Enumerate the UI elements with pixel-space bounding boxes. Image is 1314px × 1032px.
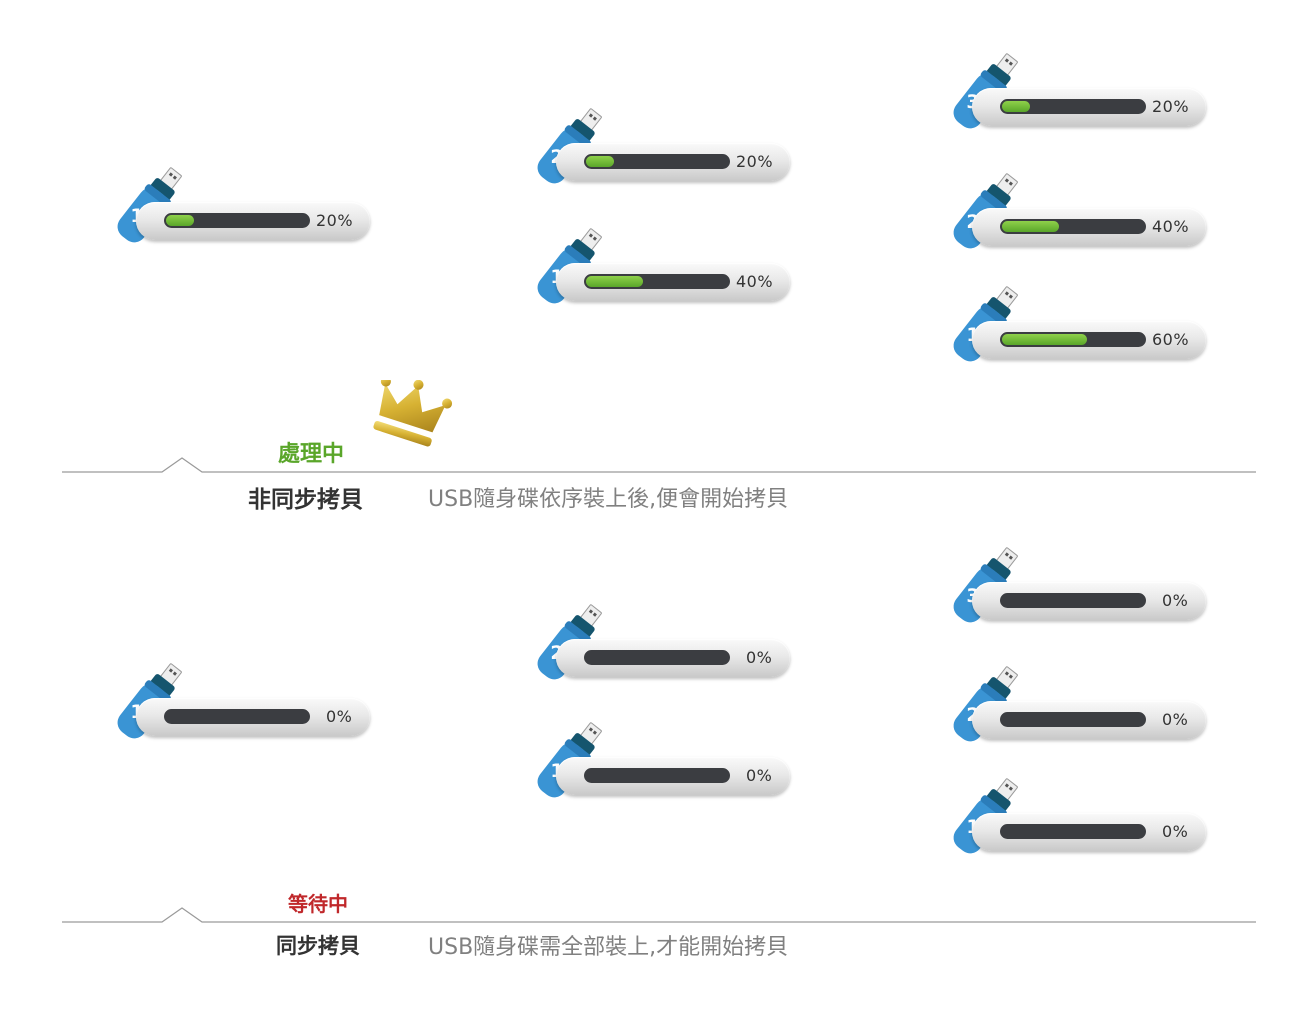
section-divider xyxy=(62,457,1256,473)
progress-pill: 20% xyxy=(972,88,1206,126)
progress-fill xyxy=(586,156,614,167)
async-g3-drive-1: 1 60% xyxy=(940,279,1210,369)
async-g3-drive-3: 3 20% xyxy=(940,46,1210,136)
progress-percent: 20% xyxy=(1152,97,1190,116)
sync-g3-drive-2: 2 0% xyxy=(940,659,1210,749)
progress-pill: 0% xyxy=(556,639,790,677)
progress-fill xyxy=(166,215,194,226)
progress-track xyxy=(164,213,310,228)
progress-pill: 0% xyxy=(136,698,370,736)
sync-g2-drive-1: 1 0% xyxy=(524,715,794,805)
progress-percent: 0% xyxy=(1162,591,1189,610)
progress-percent: 0% xyxy=(326,707,353,726)
status-waiting: 等待中 xyxy=(288,892,348,916)
section-divider xyxy=(62,907,1256,923)
sync-g1-drive-1: 1 0% xyxy=(104,656,374,746)
progress-pill: 40% xyxy=(556,263,790,301)
progress-pill: 0% xyxy=(972,813,1206,851)
progress-fill xyxy=(586,276,643,287)
progress-track xyxy=(584,274,730,289)
progress-track xyxy=(1000,824,1146,839)
async-g3-drive-2: 2 40% xyxy=(940,166,1210,256)
progress-pill: 20% xyxy=(136,202,370,240)
async-g2-drive-1: 1 40% xyxy=(524,221,794,311)
sync-g3-drive-1: 1 0% xyxy=(940,771,1210,861)
progress-pill: 20% xyxy=(556,143,790,181)
progress-track xyxy=(584,768,730,783)
progress-track xyxy=(1000,712,1146,727)
progress-percent: 0% xyxy=(1162,710,1189,729)
progress-percent: 0% xyxy=(746,648,773,667)
progress-track xyxy=(584,154,730,169)
status-processing: 處理中 xyxy=(278,442,345,467)
progress-track xyxy=(1000,593,1146,608)
progress-percent: 20% xyxy=(316,211,354,230)
sync-title: 同步拷貝 xyxy=(276,934,360,958)
progress-pill: 0% xyxy=(972,582,1206,620)
progress-percent: 40% xyxy=(736,272,774,291)
async-g2-drive-2: 2 20% xyxy=(524,101,794,191)
progress-pill: 0% xyxy=(972,701,1206,739)
async-title: 非同步拷貝 xyxy=(248,487,363,513)
progress-pill: 0% xyxy=(556,757,790,795)
usb-drive-icon: 2 xyxy=(537,108,602,184)
async-g1-drive-1: 1 20% xyxy=(104,160,374,250)
progress-track xyxy=(584,650,730,665)
progress-pill: 40% xyxy=(972,208,1206,246)
progress-percent: 0% xyxy=(1162,822,1189,841)
progress-percent: 20% xyxy=(736,152,774,171)
sync-g3-drive-3: 3 0% xyxy=(940,540,1210,630)
progress-track xyxy=(1000,332,1146,347)
sync-g2-drive-2: 2 0% xyxy=(524,597,794,687)
async-description: USB隨身碟依序裝上後,便會開始拷貝 xyxy=(428,487,789,512)
progress-percent: 60% xyxy=(1152,330,1190,349)
progress-percent: 40% xyxy=(1152,217,1190,236)
progress-fill xyxy=(1002,334,1087,345)
progress-percent: 0% xyxy=(746,766,773,785)
progress-track xyxy=(1000,99,1146,114)
progress-track xyxy=(1000,219,1146,234)
progress-fill xyxy=(1002,221,1059,232)
sync-description: USB隨身碟需全部裝上,才能開始拷貝 xyxy=(428,935,789,960)
crown-icon xyxy=(373,380,453,447)
progress-track xyxy=(164,709,310,724)
progress-fill xyxy=(1002,101,1030,112)
progress-pill: 60% xyxy=(972,321,1206,359)
